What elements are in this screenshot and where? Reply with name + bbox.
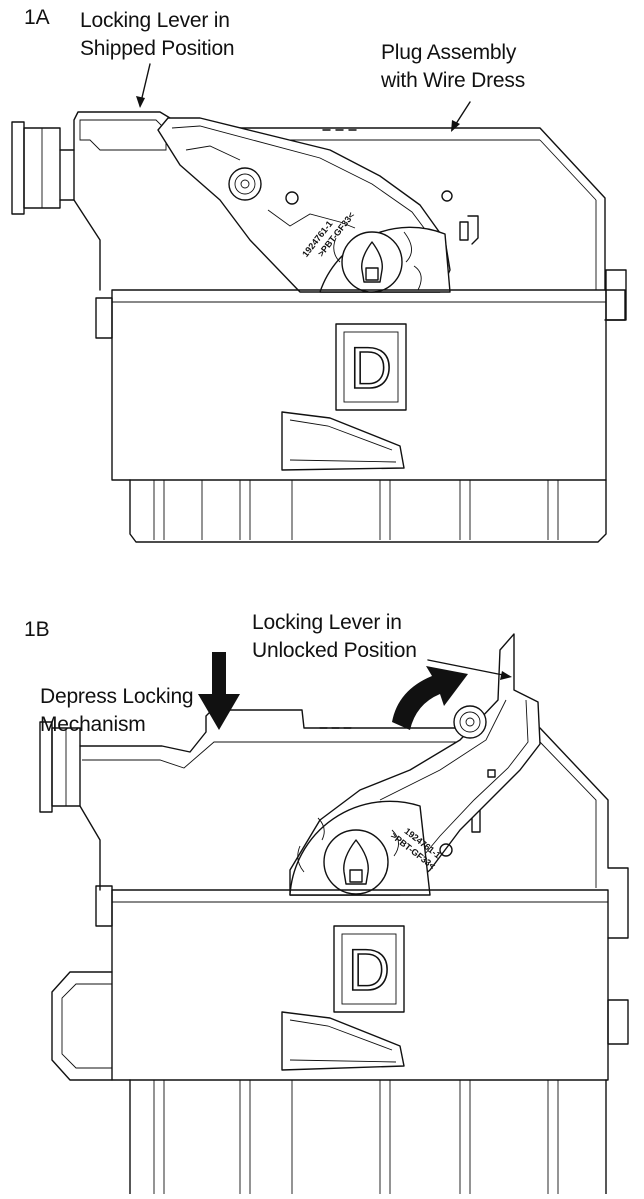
figure-1b-locking-lever <box>289 633 541 896</box>
figure-1a-pin-block <box>129 479 607 543</box>
figure-1a-plug-callout-line1: Plug Assembly <box>381 41 517 64</box>
figure-1a-housing <box>95 269 627 481</box>
figure-1b-pin-block <box>129 1079 607 1195</box>
figure-1b-depress-arrow <box>198 652 240 730</box>
figure-1b-left-connector <box>39 721 81 813</box>
figure-1a-lever-callout-line2: Shipped Position <box>80 37 235 60</box>
figure-1b-rotation-arrow <box>392 666 468 730</box>
figure-1b-housing-letter: D <box>348 938 390 1003</box>
figure-1a-label: 1A <box>24 6 50 29</box>
figure-1a-housing-letter: D <box>350 336 392 401</box>
figure-1b-lever-callout-line1: Locking Lever in <box>252 611 402 634</box>
figure-1a-drawing: 1924761-1 >PBT-GF33< D <box>11 63 627 543</box>
figure-1a-plug-body <box>73 111 626 321</box>
figure-1b-housing <box>51 885 629 1081</box>
figure-1b-depress-callout-line2: Mechanism <box>40 713 146 736</box>
figure-1b-lever-leader <box>427 659 509 677</box>
figure-1b-label: 1B <box>24 618 50 641</box>
figure-1a-lever-callout-line1: Locking Lever in <box>80 9 230 32</box>
figure-1b-drawing: 1924761-1 >PBT-GF33< D <box>39 633 629 1195</box>
figure-1a-locking-lever <box>157 117 451 293</box>
figure-1a-left-connector <box>11 121 75 215</box>
figure-1a-plug-callout-line2: with Wire Dress <box>381 69 526 92</box>
figure-1b-depress-callout-line1: Depress Locking <box>40 685 194 708</box>
figure-1b-lever-callout-line2: Unlocked Position <box>252 639 417 662</box>
figure-1b-plug-body <box>79 709 629 939</box>
